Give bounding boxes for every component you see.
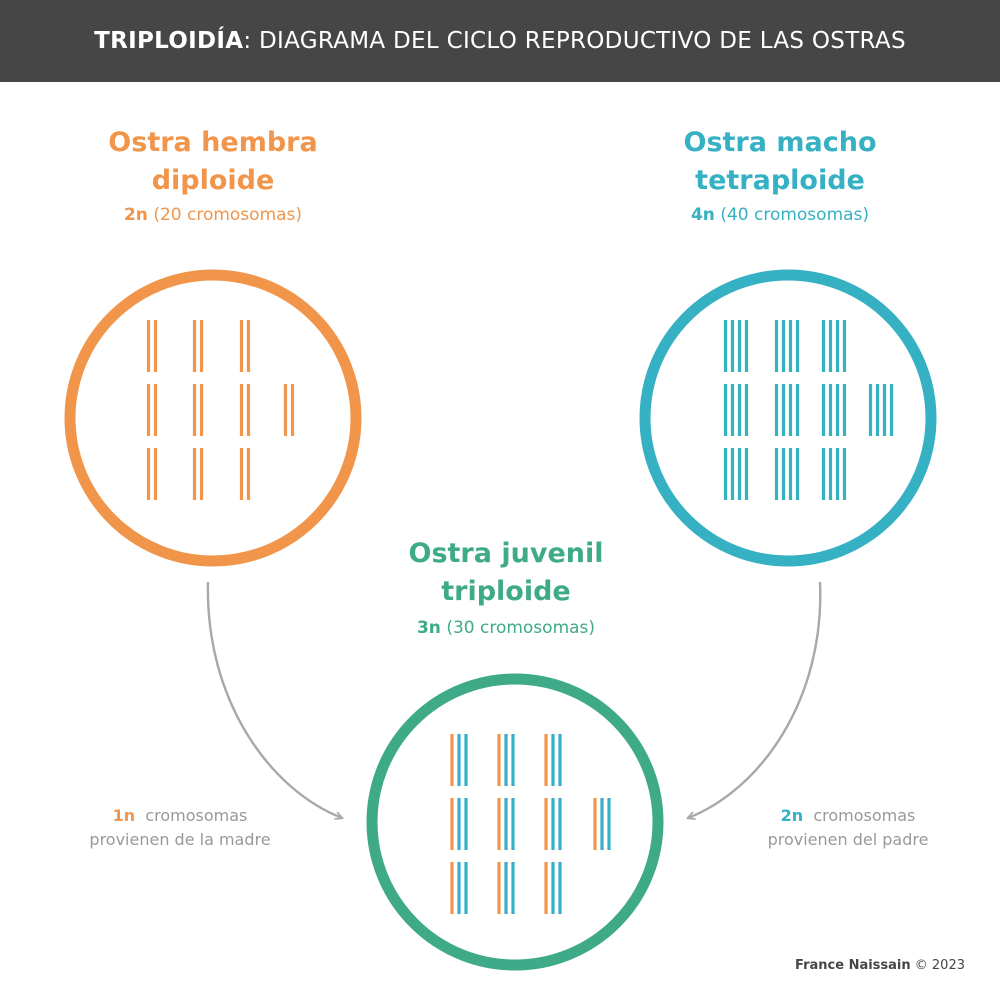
female-cell-circle [64,269,362,567]
male-chromosome [723,384,749,436]
female-chromosome [146,448,158,500]
female-chromosome [146,320,158,372]
juvenile-title-line2: triploide [441,576,571,607]
male-chromosome [723,448,749,500]
male-title-line2: tetraploide [695,165,865,196]
female-chromosome [239,320,251,372]
mother-note-count: 1n [112,806,136,825]
female-chromosome [192,384,204,436]
juvenile-cell-circle [366,673,664,971]
father-note: 2n cromosomas provienen del padre [718,804,978,852]
female-ploidy-value: 2n [123,205,148,225]
male-chromosome [774,320,800,372]
female-title: Ostra hembra diploide [43,124,383,200]
credit-brand: France Naissain [795,958,911,973]
juvenile-chromosome [497,798,515,850]
header-bar: TRIPLOIDÍA: DIAGRAMA DEL CICLO REPRODUCT… [0,0,1000,82]
male-chromosome [774,384,800,436]
female-title-line2: diploide [151,165,275,196]
juvenile-chromosome [544,734,562,786]
female-title-line1: Ostra hembra [108,127,318,158]
male-chromosome-count: (40 cromosomas) [720,205,870,225]
page-title-strong: TRIPLOIDÍA [94,28,244,54]
juvenile-chromosome [544,862,562,914]
father-note-word: cromosomas [813,806,916,825]
juvenile-chromosome [497,862,515,914]
female-chromosome [192,320,204,372]
mother-note-word: cromosomas [145,806,248,825]
juvenile-chromosome [544,798,562,850]
female-chromosome [239,448,251,500]
female-chromosome [146,384,158,436]
juvenile-chromosome [450,798,468,850]
male-title: Ostra macho tetraploide [610,124,950,200]
female-ploidy: 2n (20 cromosomas) [43,205,383,225]
arrow-from-mother [206,581,342,818]
page-title: TRIPLOIDÍA: DIAGRAMA DEL CICLO REPRODUCT… [94,28,906,54]
male-chromosome [868,384,894,436]
male-cell-circle [639,269,937,567]
female-chromosome [283,384,295,436]
father-note-line2: provienen del padre [767,830,929,849]
juvenile-chromosomes [450,734,611,914]
juvenile-ploidy: 3n (30 cromosomas) [336,618,676,638]
female-chromosomes [146,320,295,500]
juvenile-chromosome [497,734,515,786]
juvenile-chromosome [593,798,611,850]
arrow-from-father [688,581,822,818]
father-note-count: 2n [780,806,804,825]
juvenile-title: Ostra juvenil triploide [336,535,676,611]
credit: France Naissain © 2023 [795,958,965,973]
male-chromosome [774,448,800,500]
page-title-rest: : DIAGRAMA DEL CICLO REPRODUCTIVO DE LAS… [243,28,906,54]
male-chromosomes [723,320,894,500]
male-ploidy-value: 4n [690,205,715,225]
juvenile-ploidy-value: 3n [416,618,441,638]
juvenile-chromosome-count: (30 cromosomas) [446,618,596,638]
female-chromosome [239,384,251,436]
mother-note-line2: provienen de la madre [89,830,271,849]
male-chromosome [723,320,749,372]
male-title-line1: Ostra macho [683,127,877,158]
credit-year: © 2023 [914,958,965,973]
juvenile-title-line1: Ostra juvenil [408,538,604,569]
mother-note: 1n cromosomas provienen de la madre [50,804,310,852]
female-chromosome-count: (20 cromosomas) [153,205,303,225]
female-chromosome [192,448,204,500]
juvenile-chromosome [450,862,468,914]
male-chromosome [821,448,847,500]
juvenile-chromosome [450,734,468,786]
male-chromosome [821,320,847,372]
male-ploidy: 4n (40 cromosomas) [610,205,950,225]
male-chromosome [821,384,847,436]
